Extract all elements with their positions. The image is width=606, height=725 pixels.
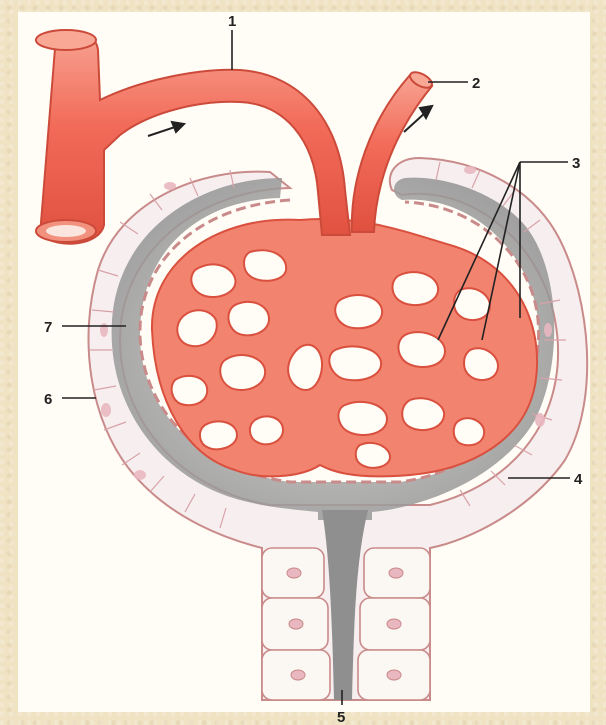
label-4: 4 [574,471,583,488]
efferent-arteriole [352,75,432,232]
label-7: 7 [44,319,52,336]
afferent-arteriole-top [36,30,96,50]
label-3: 3 [572,155,580,172]
label-2: 2 [472,75,480,92]
label-5: 5 [337,709,345,725]
capillary-tuft [152,219,537,476]
label-1: 1 [228,13,236,30]
label-6: 6 [44,391,52,408]
flow-arrow-in [148,122,184,136]
